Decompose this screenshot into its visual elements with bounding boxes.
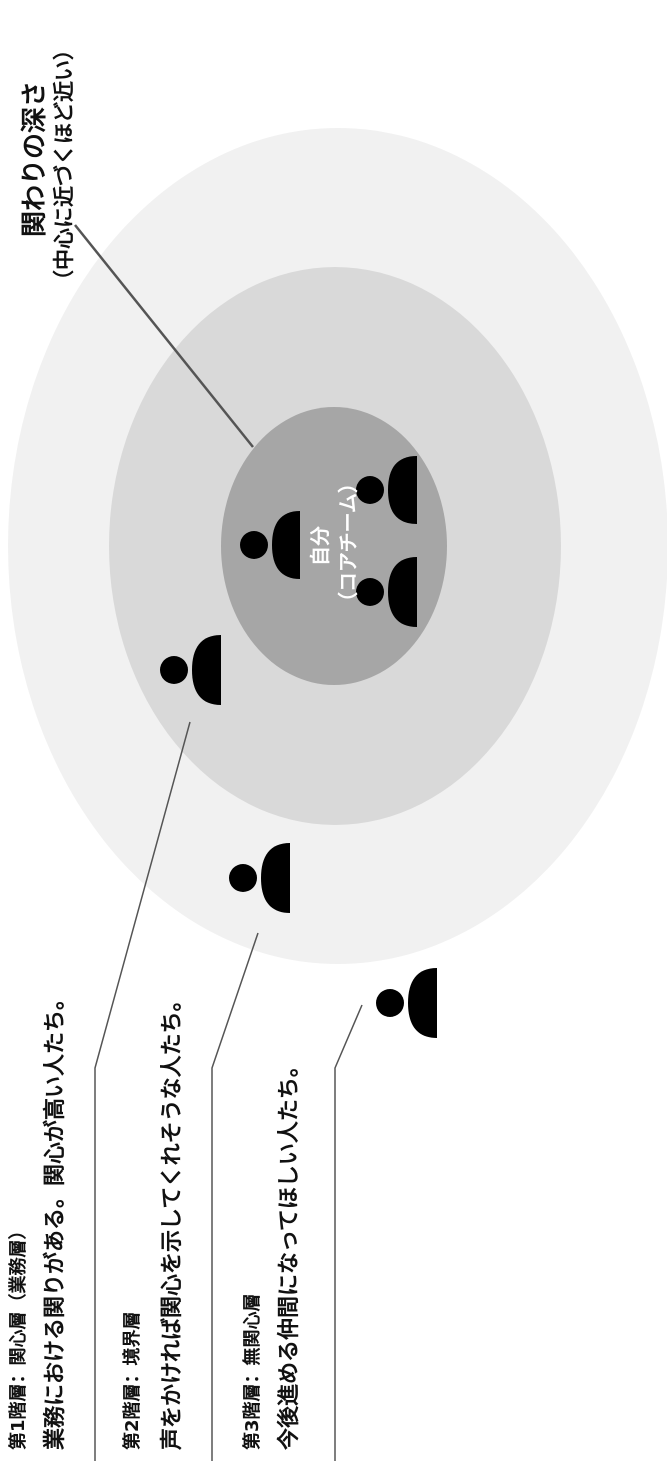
layer1-person bbox=[160, 635, 221, 705]
layer1-description: 業務における関りがある。関心が高い人たち。 bbox=[43, 987, 68, 1450]
layer1-leader-line bbox=[94, 721, 191, 1461]
layer2-description: 声をかければ関心を示してくれそうな人たち。 bbox=[160, 989, 185, 1450]
layer3-title: 第3階層：無関心層 bbox=[242, 1293, 263, 1450]
core-person-top bbox=[356, 456, 417, 524]
core-label: 自分 bbox=[308, 526, 332, 566]
core-person-bottom bbox=[356, 557, 417, 627]
layer3-leader-line bbox=[334, 1004, 363, 1461]
axis-title: 関わりの深さ bbox=[20, 80, 50, 237]
core-person-middle bbox=[240, 511, 300, 579]
layer3-person bbox=[376, 968, 437, 1038]
layer1-title: 第1階層：関心層（業務層） bbox=[8, 1221, 29, 1450]
layer2-person bbox=[229, 843, 290, 913]
depth-pointer-line bbox=[74, 224, 254, 448]
core-sublabel: （コアチーム） bbox=[336, 473, 360, 612]
layer2-title: 第2階層：境界層 bbox=[122, 1311, 143, 1450]
layer3-description: 今後進める仲間になってほしい人たち。 bbox=[277, 1055, 302, 1450]
layer2-leader-line bbox=[211, 932, 259, 1461]
axis-subtitle: （中心に近づくほど近い） bbox=[52, 39, 76, 291]
